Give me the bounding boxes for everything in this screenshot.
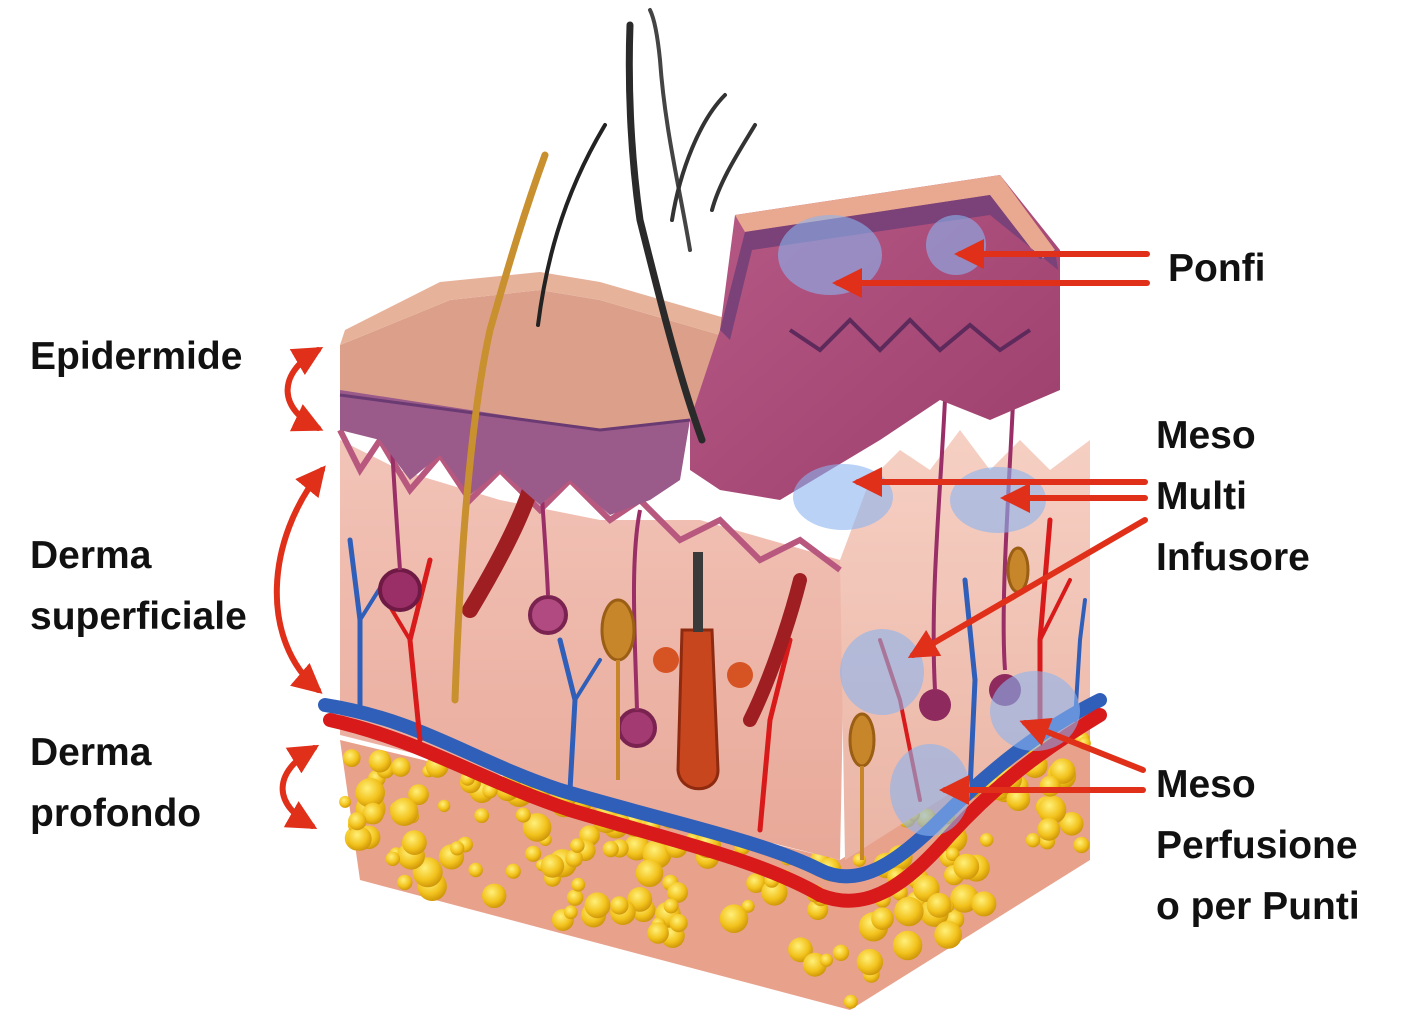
fat-globule [979,833,994,847]
fat-globule [719,904,749,933]
fat-globule [342,749,361,767]
spot-multi-1 [793,464,893,530]
fat-globule [515,807,531,823]
fat-globule [1039,775,1061,797]
label-meso-multi-infusore: Meso Multi Infusore [1156,414,1310,579]
fat-globule [1050,758,1076,784]
fat-globule [505,863,521,879]
fat-globule [570,838,585,853]
fat-globule [522,813,552,842]
fat-globule [408,784,429,805]
label-ponfi: Ponfi [1168,247,1266,290]
fat-globule [482,883,507,908]
fat-globule [468,862,483,878]
fat-globule [892,930,923,961]
fat-globule [566,889,584,906]
fat-globule [565,849,583,868]
hair-shafts [451,8,757,704]
fat-globule [843,994,858,1009]
fat-globule [1006,787,1031,811]
fat-globule [437,799,451,813]
fat-globule [355,778,386,808]
label-meso-perfusione: Meso Perfusione o per Punti [1156,763,1360,928]
fat-globule [339,795,352,808]
fat-globule [1073,836,1090,854]
fat-globule [571,877,586,892]
fat-globule [450,841,465,856]
fat-globule [525,845,542,862]
fat-globule [402,830,427,855]
fat-globule [871,907,894,930]
bracket-epidermide [284,346,324,432]
label-derma-superficiale: Derma superficiale [30,534,247,638]
fat-globule [1037,818,1061,841]
fat-globule [667,882,688,903]
fat-globule [953,853,980,880]
dermis-side-face [840,430,1090,860]
fat-globule [348,812,367,831]
fat-globule [610,896,629,915]
fat-globule [584,892,611,919]
label-derma-profondo: Derma profondo [30,731,202,835]
fat-globule [934,921,962,949]
fat-globule [647,922,669,944]
fat-globule [950,884,979,913]
fat-globule [894,896,924,927]
fat-globule [819,953,834,967]
fat-globule [663,898,679,914]
layer-brackets [273,346,326,829]
fat-globule [1037,795,1067,824]
fat-globule [474,808,490,823]
fat-globule [945,847,960,861]
arrow-perf-1 [1019,717,1146,773]
epidermis-flap [690,175,1060,500]
fat-globule [563,905,578,920]
fat-globule [746,873,766,893]
fat-globule [971,891,997,917]
spot-perf-2 [890,744,970,836]
fat-globule [926,892,952,918]
fat-globule [368,749,392,773]
fat-globule [856,948,884,976]
pointer-arrows [832,239,1150,805]
bracket-derma-profondo [279,744,320,829]
fat-globule [385,851,400,866]
fat-globule [669,914,688,933]
bracket-derma-superficiale [273,465,326,694]
fat-globule [390,797,419,827]
fat-globule [1025,833,1041,848]
fat-globule [362,802,384,825]
fat-globule [832,944,850,961]
fat-globule [347,826,372,851]
spot-multi-3 [840,629,924,715]
spot-perf-1 [990,671,1080,751]
epidermis-block [339,272,725,515]
fat-globule [602,841,619,858]
fat-globule [1059,812,1084,836]
spot-ponfi-2 [926,215,986,275]
fat-globule [635,859,664,887]
fat-globule [391,757,411,777]
fat-globule [397,874,413,891]
arrow-multi-3 [907,517,1148,659]
fat-globule [540,854,565,878]
label-epidermide: Epidermide [30,335,243,378]
